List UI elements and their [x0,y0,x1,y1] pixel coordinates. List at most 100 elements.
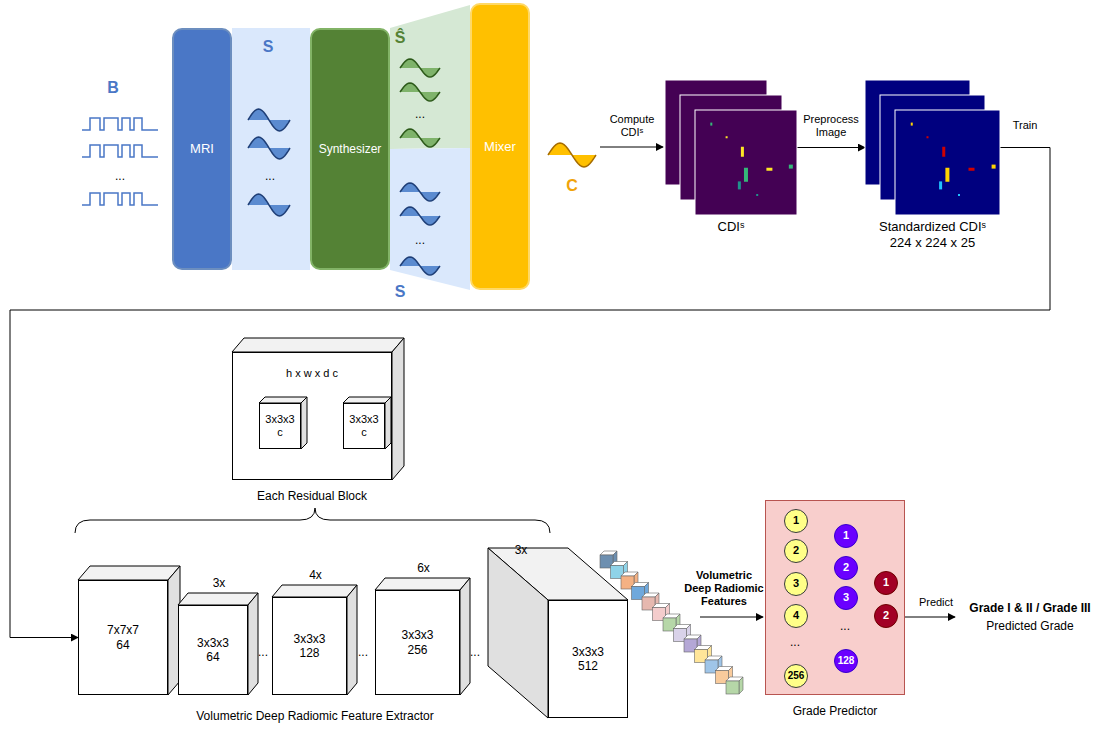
image-spot [710,123,712,126]
block-face [232,338,404,352]
neuron-circle: 2 [784,539,808,563]
conv-block: 3x3x3 c [259,403,301,449]
image-spot [945,168,949,182]
block-label: 3x3x3 64 [197,636,229,665]
image-spot [726,136,728,138]
block-face [178,593,258,605]
block-caption: Each Residual Block [257,489,367,503]
conv-block: 3x3x3 5123x [548,600,628,718]
block-face [385,397,391,449]
bracket [75,508,550,533]
image-stack-frames [665,80,797,215]
arrow [700,617,763,618]
neuron-circle: 1 [784,509,808,533]
image-spot [756,194,758,196]
signal-band [390,148,470,290]
pulse-signal [82,193,158,205]
neuron-circle: 2 [834,556,858,580]
signal-name: C [566,176,578,195]
block-face [301,397,307,449]
wave [548,143,596,167]
image-spot [789,165,793,169]
box-label: MRI [190,141,214,157]
neuron-number: 4 [793,609,799,622]
image-spot [738,181,741,189]
process-box: Synthesizer [310,28,390,270]
wave [400,83,440,101]
neuron-circle: 3 [834,586,858,610]
signal-name: B [107,78,119,97]
annotation: ... [840,619,850,633]
neuron-circle: 4 [784,604,808,628]
repeat-count: 3x [213,576,226,590]
block-label: 3x3x3 128 [293,632,325,661]
conv-block: 7x7x7 64 [78,580,168,695]
connector [797,147,865,148]
panel-caption: Grade Predictor [793,704,878,718]
annotation: Predicted Grade [986,619,1073,633]
image-spot [969,168,975,171]
wave [248,194,290,216]
neuron-number: 1 [883,576,889,589]
image-spot [766,168,772,171]
arrow [905,617,955,618]
conv-block: 3x3x3 643x [178,605,248,695]
neuron-number: 3 [843,591,849,604]
neuron-number: 256 [788,670,805,682]
block-face [375,578,470,590]
block-face [488,548,548,718]
repeat-count: 3x [515,543,528,557]
block-face [343,397,391,403]
image-spot [942,147,945,157]
annotation: ... [265,169,275,183]
annotation: ... [470,645,480,659]
block-label: 3x3x3 256 [401,628,433,657]
annotation: Volumetric Deep Radiomic Feature Extract… [196,709,433,723]
image-frame [695,110,797,215]
edge-label: Preprocess Image [803,112,859,138]
wave [248,137,290,159]
wave [400,257,440,275]
signal-name: Ŝ [395,28,406,47]
image-caption: Standardized CDIˢ 224 x 224 x 25 [869,219,997,250]
block-label: 3x3x3 c [265,413,294,439]
image-spot [741,147,744,157]
box-label: Mixer [484,139,516,155]
image-spot [911,123,913,126]
block-label: 7x7x7 64 [107,623,139,652]
wave [400,59,440,77]
image-spot [939,181,942,189]
annotation: ... [790,635,800,649]
neuron-circle: 3 [784,572,808,596]
wave [400,183,440,201]
image-spot [992,165,996,169]
image-spot [744,168,748,182]
signal-name: S [263,37,274,56]
annotation: ... [415,107,425,121]
annotation: Predict [919,596,953,609]
feature-cube [739,677,743,694]
neuron-circle: 1 [834,524,858,548]
image-spot [927,136,929,138]
annotation: ... [415,233,425,247]
conv-block: 3x3x3 c [343,403,385,449]
image-stack-frames [865,80,1000,215]
signal-name: S [395,282,406,301]
predictor-panel: Grade Predictor123425612312812 [765,500,905,695]
wave [248,137,290,159]
signal-band [232,28,310,270]
block-face [248,593,258,695]
block-face [259,397,307,403]
neuron-number: 1 [793,514,799,527]
neuron-circle: 256 [784,664,808,688]
pulse-signal [82,118,158,130]
wave [548,143,596,167]
arrow [600,147,663,148]
box-label: Synthesizer [319,142,382,156]
block-face [392,338,404,480]
block-label: 3x3x3 c [349,413,378,439]
image-caption: CDIˢ [701,219,761,235]
neuron-number: 128 [838,655,855,667]
neuron-circle: 1 [874,571,898,595]
annotation: Volumetric Deep Radiomic Features [683,569,765,609]
